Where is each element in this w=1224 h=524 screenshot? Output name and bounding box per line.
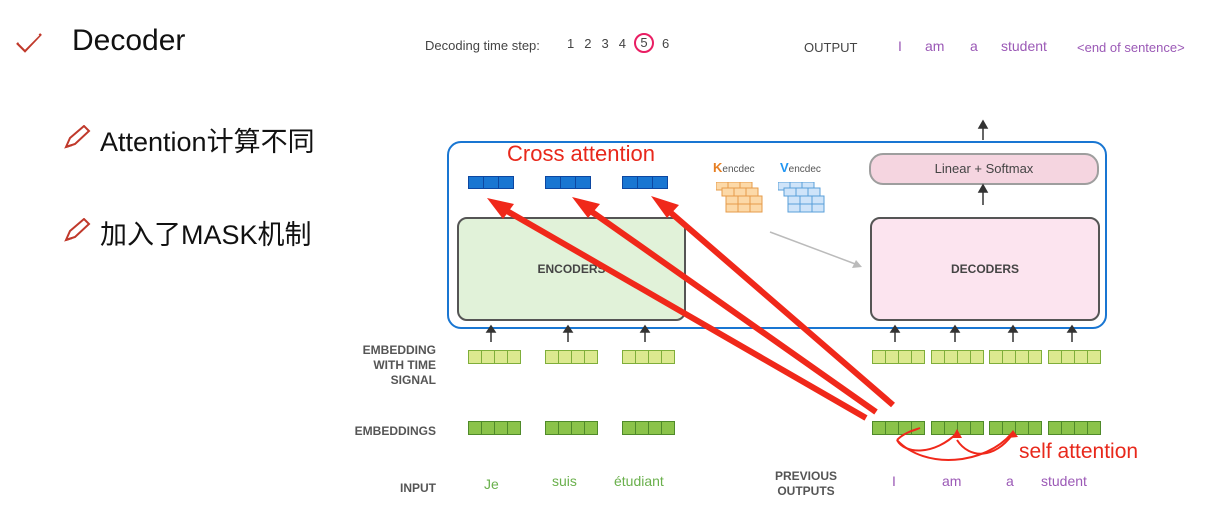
slide-title: Decoder [72, 24, 186, 57]
input-word: étudiant [614, 473, 664, 489]
time-signal-embedding [1048, 350, 1101, 364]
output-label: OUTPUT [804, 40, 858, 55]
time-step: 3 [601, 36, 609, 51]
previous-outputs-label: PREVIOUS OUTPUTS [774, 469, 837, 498]
embedding [622, 421, 675, 435]
encoder-output-vector [545, 176, 591, 189]
embedding [1048, 421, 1101, 435]
transformer-box [447, 141, 1107, 329]
time-signal-embedding [872, 350, 925, 364]
input-word: Je [484, 476, 499, 492]
bullet-attention: Attention计算不同 [100, 127, 315, 157]
previous-output-word: a [1006, 473, 1014, 489]
time-steps: 1 2 3 4 5 6 [567, 33, 670, 53]
encoder-output-vector [622, 176, 668, 189]
bullet-mask: 加入了MASK机制 [100, 220, 312, 250]
embedding [545, 421, 598, 435]
linear-softmax-box: Linear + Softmax [869, 153, 1099, 185]
decoders-box: DECODERS [870, 217, 1100, 321]
time-step-label: Decoding time step: [425, 38, 540, 53]
embedding [872, 421, 925, 435]
k-encdec-label: Kencdec [713, 160, 755, 175]
k-matrix-icon [716, 182, 763, 213]
v-matrix-icon [778, 182, 825, 213]
time-signal-embedding [622, 350, 675, 364]
encoder-output-vector [468, 176, 514, 189]
pencil-icon [64, 125, 91, 149]
encoders-box: ENCODERS [457, 217, 686, 321]
time-signal-embedding [468, 350, 521, 364]
pencil-icon [64, 218, 91, 242]
previous-output-word: am [942, 473, 962, 489]
input-label: INPUT [400, 481, 436, 495]
v-encdec-label: Vencdec [780, 160, 821, 175]
previous-output-word: I [892, 473, 896, 489]
self-attention-arrowheads [952, 429, 1018, 438]
output-word-eos: <end of sentence> [1077, 40, 1185, 55]
input-word: suis [552, 473, 577, 489]
time-signal-embedding [931, 350, 984, 364]
output-word: student [1001, 38, 1047, 54]
embedding-time-signal-label: EMBEDDING WITH TIME SIGNAL [362, 343, 436, 387]
output-word: a [970, 38, 978, 54]
output-word: am [925, 38, 945, 54]
embeddings-label: EMBEDDINGS [354, 424, 436, 438]
output-word: I [898, 38, 902, 54]
previous-output-word: student [1041, 473, 1087, 489]
time-step: 2 [584, 36, 592, 51]
time-step: 4 [618, 36, 626, 51]
embedding [468, 421, 521, 435]
check-icon [16, 33, 42, 53]
time-signal-embedding [545, 350, 598, 364]
self-attention-label: self attention [1019, 440, 1139, 463]
time-step: 1 [567, 36, 575, 51]
time-step-current: 5 [633, 33, 654, 53]
time-signal-embedding [989, 350, 1042, 364]
cross-attention-label: Cross attention [507, 141, 655, 166]
time-step: 6 [661, 36, 670, 51]
self-attention-arrows [896, 427, 1013, 461]
embedding [931, 421, 984, 435]
